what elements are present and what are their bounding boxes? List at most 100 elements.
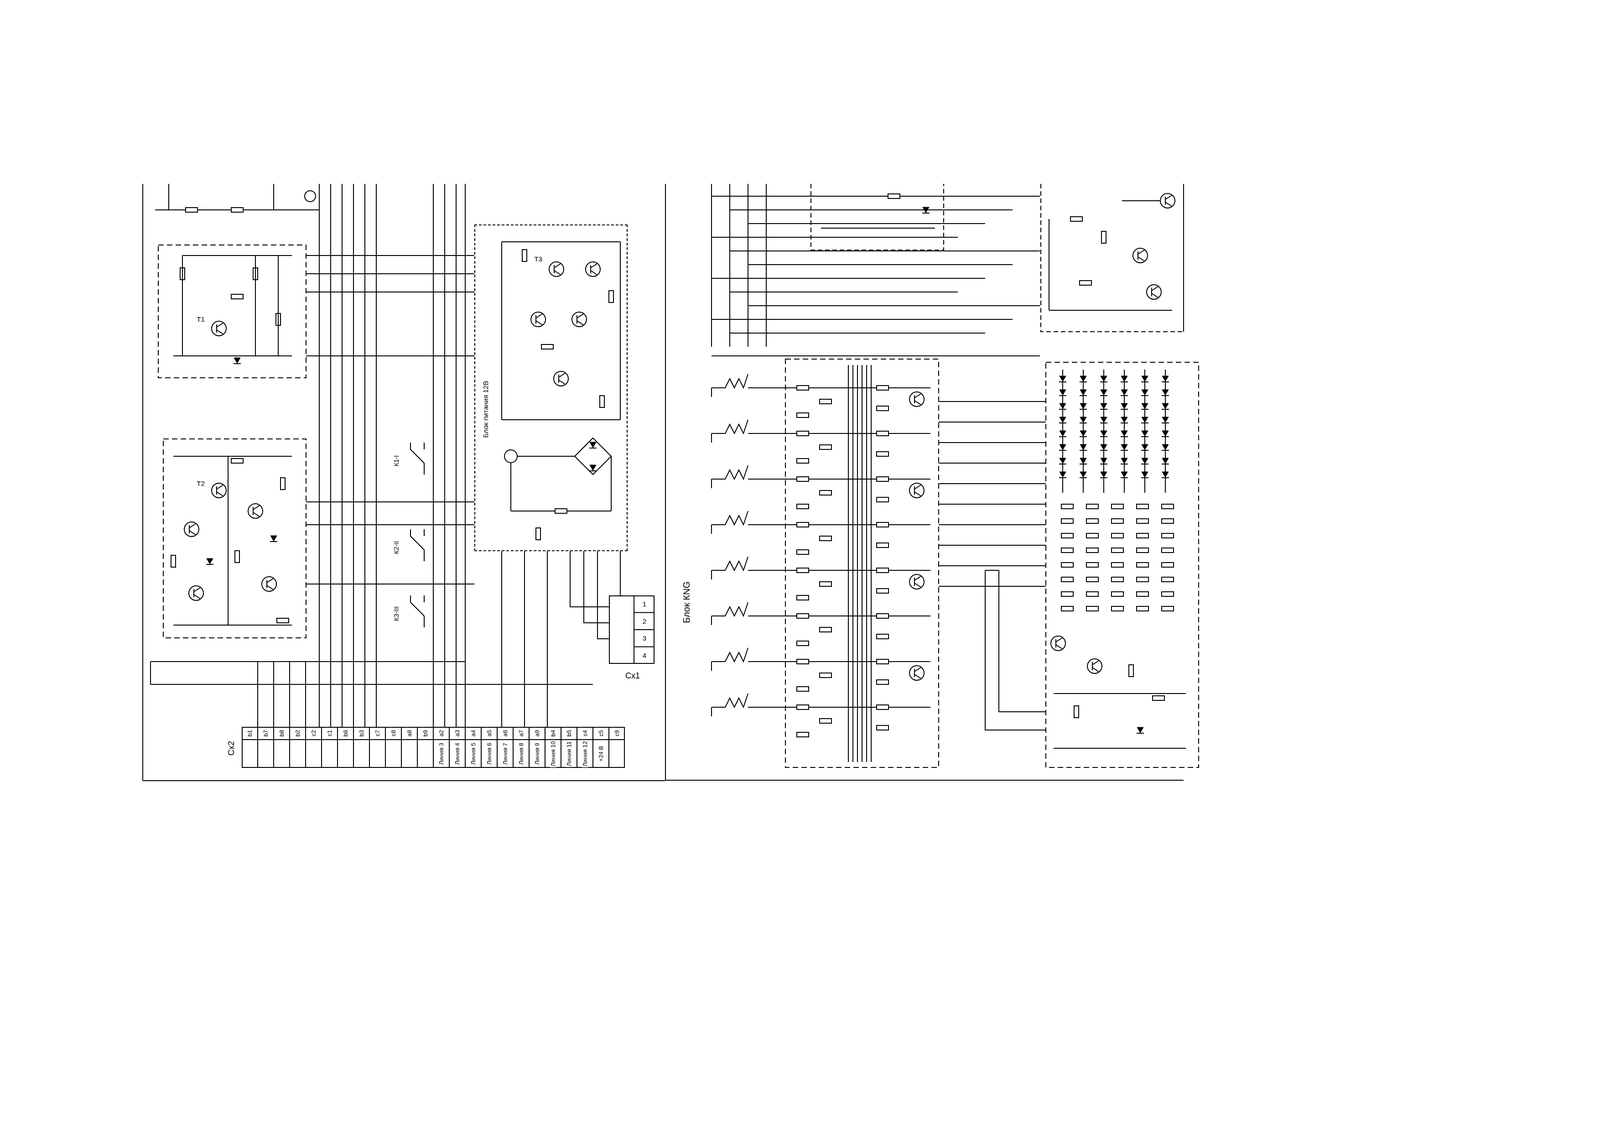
resistor-symbol [535, 527, 541, 540]
wire [182, 254, 292, 256]
wire [305, 661, 307, 727]
transistor-lead [535, 320, 543, 325]
resistor-symbol [1111, 576, 1124, 582]
diode-symbol [270, 535, 277, 541]
resistor-symbol [796, 732, 809, 737]
diode-bar [589, 470, 597, 472]
resistor-symbol [608, 290, 614, 303]
resistor-symbol [876, 405, 889, 411]
wire [729, 183, 731, 347]
transistor-lead [914, 576, 921, 581]
sensor-symbol [711, 602, 749, 616]
wire [181, 255, 183, 356]
signal-name: Линия 7 [501, 741, 509, 766]
power-block: Блок питания 12В [474, 224, 628, 551]
block-outline [1040, 183, 1184, 332]
resistor-symbol [796, 595, 809, 600]
transistor-base [188, 524, 190, 534]
transistor-lead [914, 667, 921, 672]
diode-bar [206, 563, 214, 565]
diode-bar [233, 363, 241, 364]
transistor-lead [1165, 195, 1172, 200]
transistor-lead [554, 270, 561, 275]
wire [501, 419, 621, 421]
transistor-symbol [530, 311, 546, 327]
wire [306, 273, 475, 275]
resistor-symbol [819, 627, 832, 632]
wire [1049, 309, 1173, 311]
wire [748, 223, 986, 224]
diode-symbol [206, 558, 213, 564]
resistor-symbol [1061, 576, 1074, 582]
transistor-lead [189, 523, 196, 528]
transistor-symbol [211, 483, 227, 498]
wire [748, 305, 1040, 307]
resistor-symbol [819, 672, 832, 678]
diode-symbol [589, 441, 597, 448]
resistor-symbol [796, 431, 809, 436]
wire [306, 501, 475, 503]
pin-number: 2 [641, 617, 648, 625]
wire [785, 615, 797, 617]
wire [748, 524, 786, 525]
resistor-symbol [185, 207, 198, 213]
frame-line [1183, 183, 1185, 332]
resistor-symbol [599, 395, 605, 408]
resistor-symbol [1086, 591, 1099, 597]
transistor-symbol [248, 503, 263, 519]
relay-contact [423, 462, 425, 475]
signal-name: Линия 4 [453, 741, 461, 766]
transistor-lead [253, 505, 260, 510]
resistor-symbol [876, 633, 889, 639]
block-title: Сх2 [227, 739, 237, 757]
transistor-lead [590, 270, 598, 275]
relay-contact [423, 442, 425, 450]
wire [306, 524, 475, 525]
diode-symbol [589, 464, 597, 471]
resistor-symbol [819, 444, 832, 450]
transistor-symbol [571, 311, 587, 327]
transistor-base [914, 394, 915, 404]
relay-contact [410, 602, 425, 616]
diode-symbol [922, 207, 930, 213]
strip-divider [576, 726, 578, 768]
transistor-symbol [909, 483, 925, 498]
wire [546, 550, 548, 727]
resistor-symbol [888, 193, 900, 199]
strip-divider [400, 726, 402, 768]
wire [517, 455, 575, 457]
terminal-symbol [304, 190, 316, 202]
resistor-symbol [1161, 518, 1174, 524]
wire [330, 183, 332, 727]
transistor-base [535, 315, 537, 324]
wire [254, 255, 256, 356]
wire [785, 706, 797, 708]
transistor-base [914, 486, 915, 495]
resistor-symbol [1161, 591, 1174, 597]
wire [524, 550, 525, 727]
wire [820, 227, 936, 229]
wire [277, 255, 279, 356]
wire [273, 183, 275, 210]
block-outline [158, 244, 307, 378]
wire [1082, 369, 1084, 493]
transistor-lead [266, 585, 274, 590]
wire [847, 364, 849, 762]
wire [464, 183, 466, 727]
transistor-base [590, 264, 592, 274]
pin-label: b3 [358, 728, 365, 738]
wire [870, 364, 872, 762]
transistor-base [1137, 251, 1139, 260]
transistor-symbol [1087, 658, 1102, 674]
pin-label: a2 [437, 728, 445, 738]
wire [857, 364, 858, 762]
resistor-symbol [1136, 591, 1149, 597]
sensor-symbol [711, 465, 749, 479]
wire [168, 183, 170, 210]
relay-contact [423, 529, 425, 536]
wire [765, 183, 767, 347]
resistor-symbol [796, 503, 809, 509]
pin-label: b2 [294, 728, 301, 738]
strip-divider [305, 726, 307, 768]
